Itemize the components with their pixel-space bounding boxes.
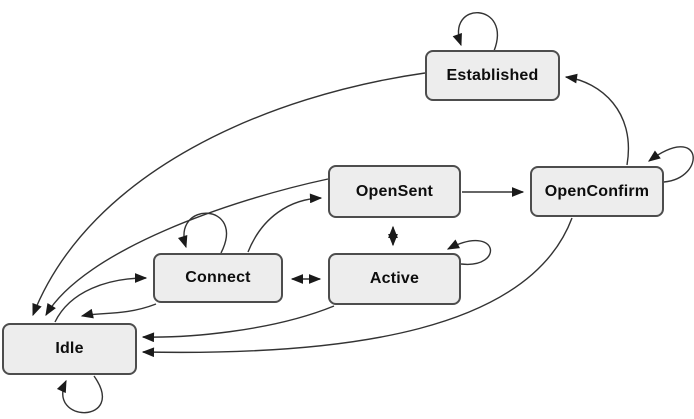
edge-openconfirm-to-established	[564, 73, 630, 166]
edge-opensent-to-idle	[45, 178, 329, 317]
edge-connect-to-idle	[80, 303, 157, 319]
state-active[interactable]: Active	[328, 253, 461, 305]
edge-connect-to-opensent	[247, 193, 323, 253]
state-established[interactable]: Established	[425, 50, 560, 101]
state-active-label: Active	[369, 270, 420, 287]
edge-openconfirm-self-loop	[648, 146, 694, 183]
edge-idle-self-loop	[56, 375, 103, 414]
edge-idle-to-connect	[54, 273, 148, 323]
state-established-label: Established	[446, 66, 539, 84]
edge-connect-self-loop	[177, 212, 228, 254]
state-idle-label: Idle	[55, 340, 84, 357]
edge-active-to-idle	[141, 305, 335, 343]
state-connect[interactable]: Connect	[153, 253, 283, 303]
state-idle[interactable]: Idle	[2, 323, 137, 375]
state-connect-label: Connect	[185, 269, 251, 286]
edge-established-to-idle	[32, 72, 426, 317]
state-openconfirm[interactable]: OpenConfirm	[530, 166, 664, 217]
state-opensent-label: OpenSent	[355, 182, 434, 200]
state-openconfirm-label: OpenConfirm	[544, 182, 650, 200]
edge-active-self-loop	[446, 239, 492, 265]
edge-openconfirm-to-idle	[141, 217, 573, 358]
edge-established-self-loop	[452, 12, 498, 52]
state-opensent[interactable]: OpenSent	[328, 165, 461, 218]
